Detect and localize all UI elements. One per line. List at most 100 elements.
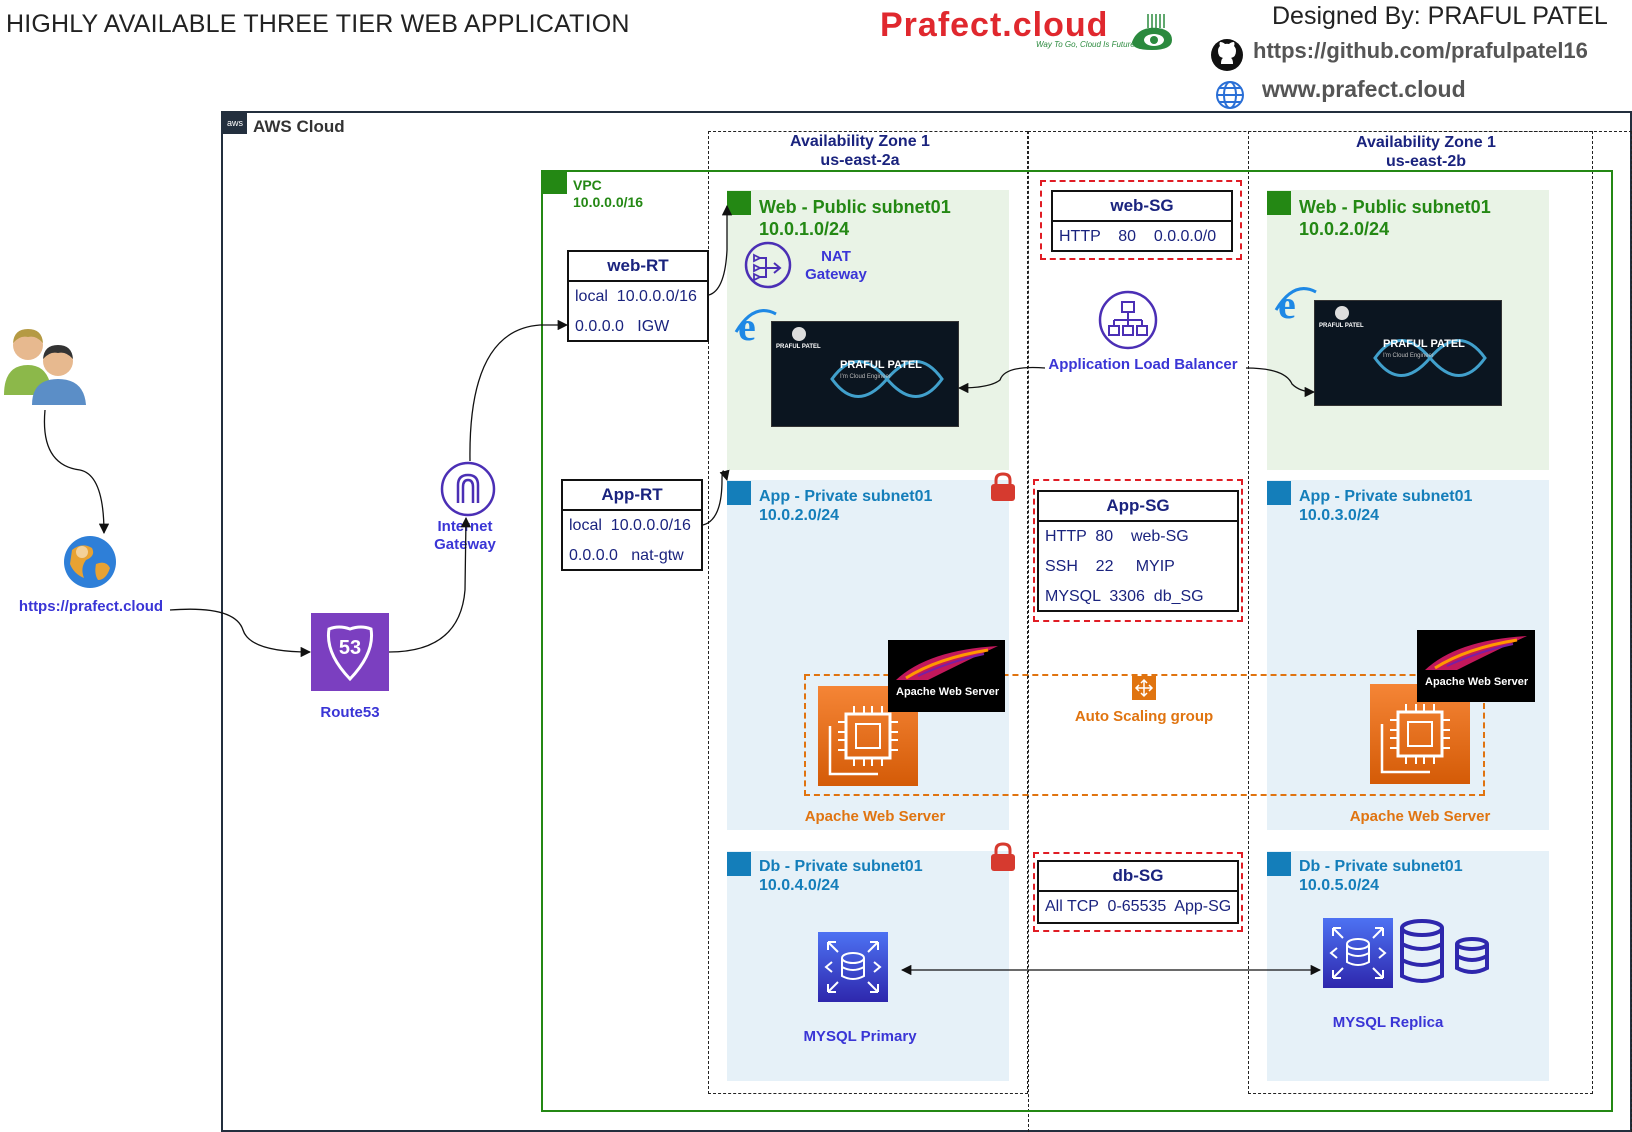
alb-to-web-b-arrow [1245,367,1316,398]
app-subnet-b-cidr: 10.0.3.0/24 [1299,507,1380,524]
alb-label: Application Load Balancer [1048,356,1238,373]
db-sg-table: db-SG All TCP 0-65535 App-SG [1037,860,1239,924]
site-hero-role: I'm Cloud Engineer [840,374,891,380]
az-b-label: Availability Zone 1 us-east-2b [1326,133,1526,171]
availability-zone-a [708,131,1028,1094]
az-a-region: us-east-2a [820,152,900,169]
app-sg-row: HTTP 80 web-SG [1045,528,1189,545]
browser-e-icon: e [1274,282,1318,327]
subnet-lock-icon [727,852,751,876]
app-sg-table: App-SG HTTP 80 web-SG SSH 22 MYIP MYSQL … [1037,490,1239,612]
webrt-to-websubnet-arrow [708,204,733,296]
apache-badge-text: Apache Web Server [896,686,1000,698]
alb-to-web-a-arrow [957,366,1046,394]
web-sg-title: web-SG [1053,192,1231,222]
app-sg-row: MYSQL 3306 db_SG [1045,588,1204,605]
vpc-label: VPC 10.0.0.0/16 [573,177,643,211]
nat-gateway-label: NAT Gateway [805,248,867,283]
apprt-to-appsubnet-arrow [702,469,730,526]
github-icon [1210,38,1244,72]
az-a-label: Availability Zone 1 us-east-2a [760,132,960,170]
nat-gateway-icon [744,241,792,289]
asg-icon [1132,676,1156,700]
db-subnet-b-cidr: 10.0.5.0/24 [1299,877,1380,894]
apache-server-label-b: Apache Web Server [1349,808,1491,825]
db-subnet-a-title: Db - Private subnet01 [759,858,923,875]
route53-label: Route53 [320,704,380,721]
web-subnet-a-label: Web - Public subnet01 10.0.1.0/24 [759,196,951,240]
alb-icon [1098,290,1158,350]
apache-logo-b: Apache Web Server [1417,630,1535,702]
site-infinity-glow [822,342,952,416]
internet-gateway-icon [440,461,496,517]
web-sg-boundary: web-SG HTTP 80 0.0.0.0/0 [1040,180,1242,260]
app-sg-row: SSH 22 MYIP [1045,558,1175,575]
web-rt-row: local 10.0.0.0/16 [575,288,697,305]
aws-cloud-label: AWS Cloud [253,117,345,136]
auto-scaling-group [804,674,1485,796]
db-sg-title: db-SG [1039,862,1237,892]
ec2-instance-icon [818,686,918,786]
vpc-boundary [541,170,1613,1112]
site-hero-role: I'm Cloud Engineer [1383,353,1434,359]
db-subnet-a-label: Db - Private subnet01 10.0.4.0/24 [759,857,923,895]
web-route-table: web-RT local 10.0.0.0/16 0.0.0.0 IGW [567,250,709,342]
subnet-lock-icon [727,481,751,505]
app-subnet-b-label: App - Private subnet01 10.0.3.0/24 [1299,487,1472,525]
az-a-name: Availability Zone 1 [790,133,930,150]
domain-label[interactable]: https://prafect.cloud [18,598,164,615]
globe-icon [1215,80,1245,110]
apache-server-label-a: Apache Web Server [804,808,946,825]
app-rt-title: App-RT [563,481,701,511]
web-subnet-a-cidr: 10.0.1.0/24 [759,219,850,239]
route53-number: 53 [338,637,362,659]
site-avatar [1335,306,1349,320]
site-hero-name: PRAFUL PATEL [840,359,922,371]
db-subnet-b-title: Db - Private subnet01 [1299,858,1463,875]
app-rt-row: local 10.0.0.0/16 [569,517,691,534]
web-subnet-b-title: Web - Public subnet01 [1299,197,1491,217]
web-subnet-b-cidr: 10.0.2.0/24 [1299,219,1390,239]
az-b-region: us-east-2b [1385,153,1467,170]
apache-badge-text: Apache Web Server [1425,676,1529,688]
app-subnet-a-title: App - Private subnet01 [759,488,933,505]
app-sg-title: App-SG [1039,492,1237,522]
website-link[interactable]: www.prafect.cloud [1262,76,1466,102]
app-rt-row: 0.0.0.0 nat-gtw [569,547,684,564]
github-link[interactable]: https://github.com/prafulpatel16 [1253,38,1588,63]
diagram-title: HIGHLY AVAILABLE THREE TIER WEB APPLICAT… [6,10,630,38]
igw-to-webrt-arrow [469,319,569,462]
users-icon [2,325,88,405]
rds-replica-icon [1323,918,1393,988]
route53-icon: 53 [311,613,389,691]
site-infinity-glow [1365,321,1495,395]
db-subnet-a-cidr: 10.0.4.0/24 [759,877,840,894]
site-sidebar-name: PRAFUL PATEL [776,344,821,350]
designed-by: Designed By: PRAFUL PATEL [1272,2,1608,30]
vpc-cloud-icon [543,172,567,194]
az-b-name: Availability Zone 1 [1356,134,1496,151]
app-sg-boundary: App-SG HTTP 80 web-SG SSH 22 MYIP MYSQL … [1033,479,1243,622]
web-subnet-a-title: Web - Public subnet01 [759,197,951,217]
aws-icon: aws [223,112,247,134]
subnet-lock-icon [1267,191,1291,215]
domain-to-route53-arrow [169,608,312,658]
internet-globe-icon [62,534,118,590]
subnet-lock-icon [1267,852,1291,876]
web-sg-row: HTTP 80 0.0.0.0/0 [1059,228,1217,245]
site-hero-name: PRAFUL PATEL [1383,338,1465,350]
app-subnet-a-label: App - Private subnet01 10.0.2.0/24 [759,487,932,525]
vpc-cidr: 10.0.0.0/16 [573,194,644,210]
subnet-lock-icon [1267,481,1291,505]
apache-logo-a: Apache Web Server [888,640,1005,712]
site-sidebar-name: PRAFUL PATEL [1319,323,1364,329]
app-subnet-a-cidr: 10.0.2.0/24 [759,507,840,524]
site-avatar [792,327,806,341]
database-replica-icon [1398,918,1494,988]
users-to-globe-arrow [43,409,110,535]
vpc-name: VPC [573,177,602,193]
private-padlock-icon [990,842,1016,872]
db-sg-row: All TCP 0-65535 App-SG [1045,898,1232,915]
prafect-logo: Prafect.cloud [880,6,1109,44]
